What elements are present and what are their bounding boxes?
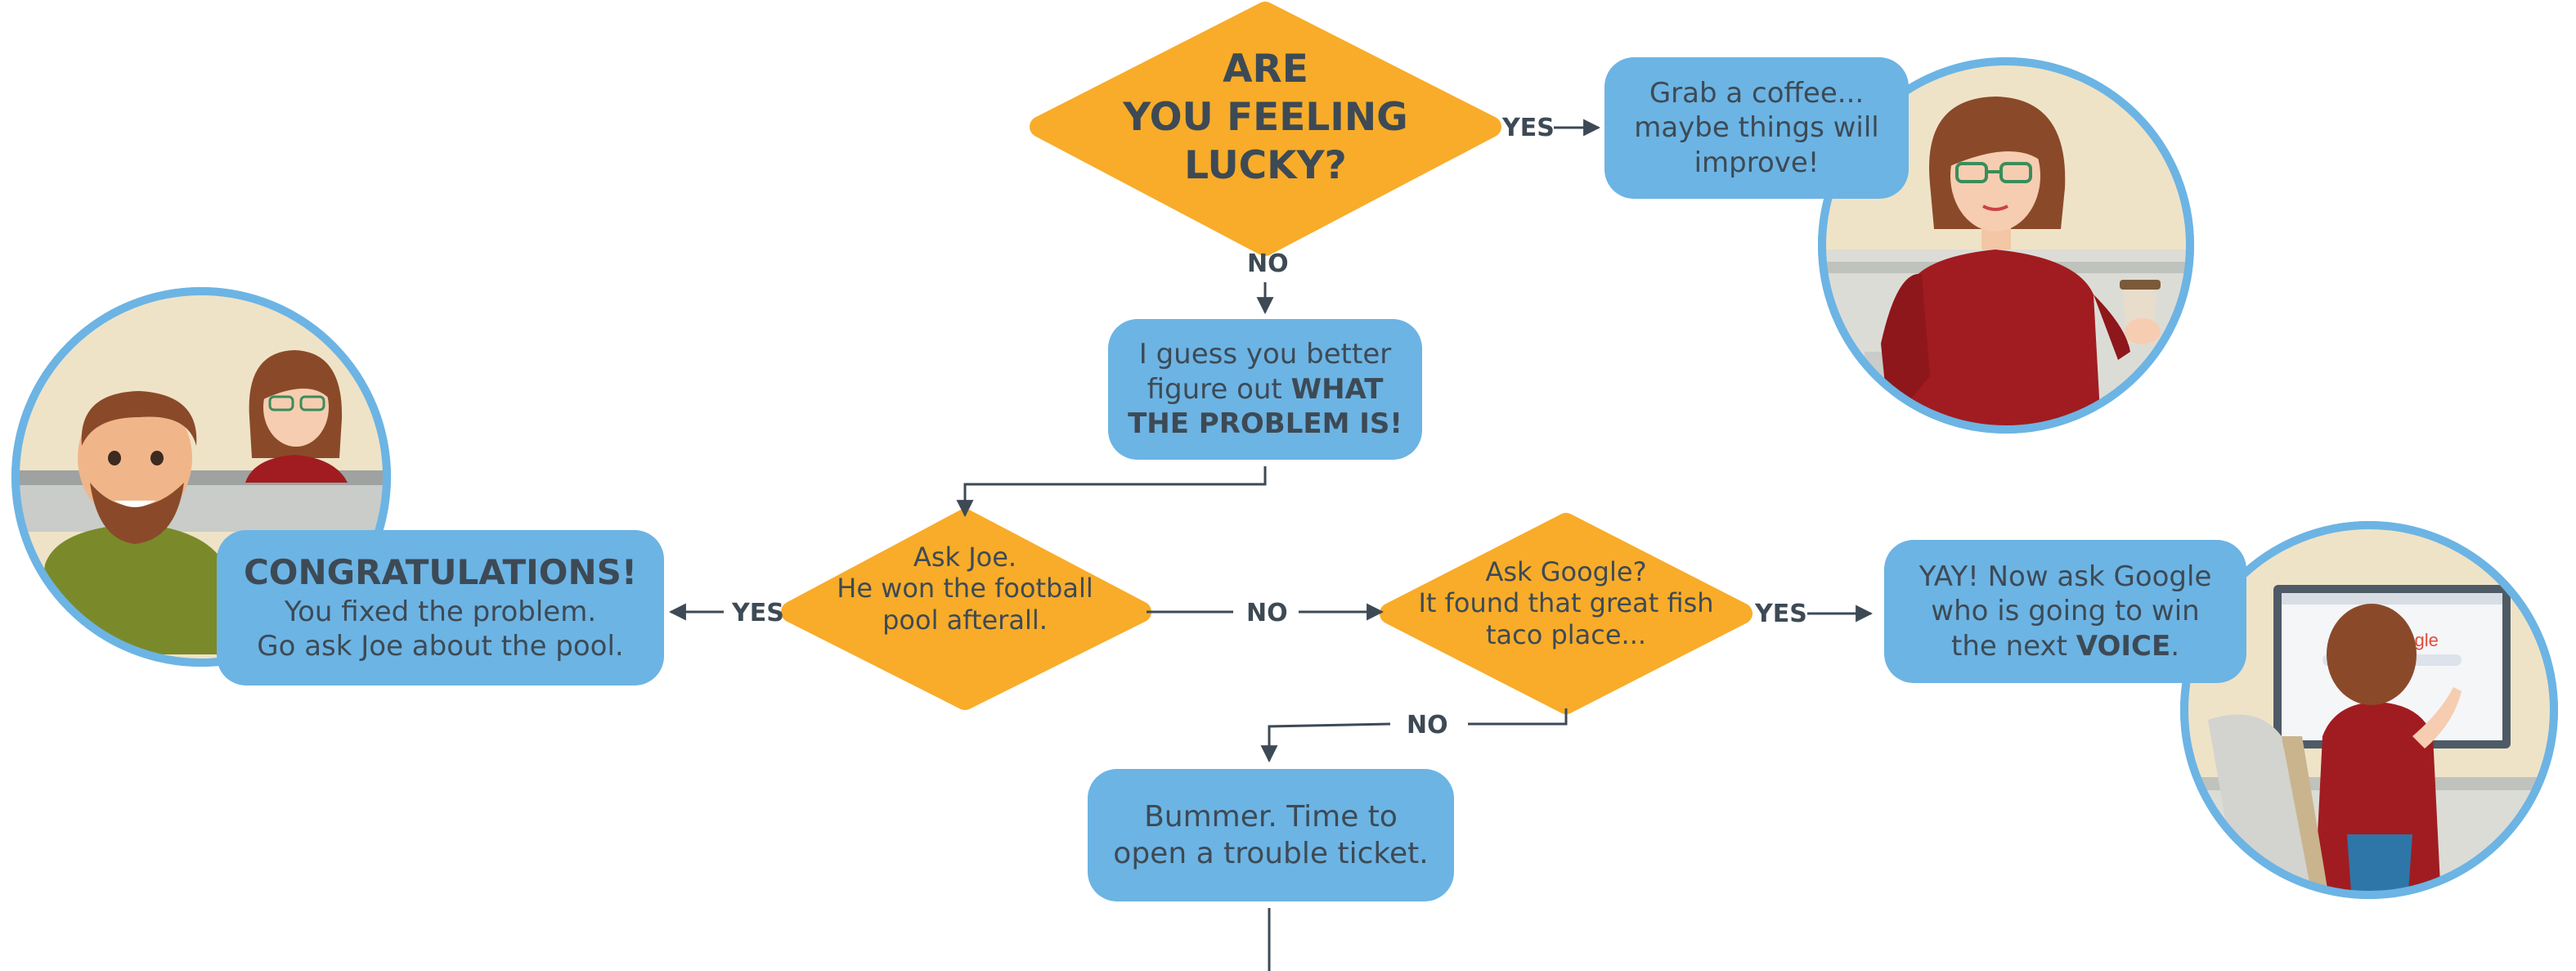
label-google-yes: YES [1755, 600, 1807, 628]
congrats-line-1: You fixed the problem. [284, 595, 597, 628]
yay-line-3: the next VOICE. [1951, 629, 2179, 664]
lucky-question: ARE YOU FEELING LUCKY? [1088, 45, 1443, 191]
lucky-diamond [1030, 2, 1501, 256]
problem-line-3: THE PROBLEM IS! [1128, 407, 1402, 441]
problem-box: I guess you better figure out WHAT THE P… [1108, 319, 1422, 460]
joe-line-1: Ask Joe. [913, 542, 1017, 573]
coffee-line-1: Grab a coffee... [1649, 76, 1865, 110]
congrats-line-2: Go ask Joe about the pool. [257, 630, 624, 663]
congrats-box: CONGRATULATIONS! You fixed the problem. … [217, 530, 664, 686]
coffee-box: Grab a coffee... maybe things will impro… [1604, 57, 1909, 199]
bummer-line-2: open a trouble ticket. [1113, 837, 1429, 870]
joe-diamond [781, 509, 1151, 710]
joe-question: Ask Joe. He won the football pool aftera… [806, 542, 1124, 636]
yay-line-2: who is going to win [1931, 595, 2200, 628]
problem-line-1: I guess you better [1138, 338, 1392, 371]
google-line-1: Ask Google? [1485, 556, 1647, 587]
google-line-3: taco place... [1485, 618, 1647, 650]
label-joe-yes: YES [732, 599, 784, 627]
connector-problem-to-joe [956, 466, 1267, 518]
label-joe-no: NO [1246, 599, 1288, 627]
joe-line-3: pool afterall. [882, 604, 1048, 636]
connector-google-no-a [1468, 708, 1568, 726]
label-lucky-yes: YES [1502, 114, 1555, 142]
yay-box: YAY! Now ask Google who is going to win … [1884, 540, 2246, 683]
problem-line-2-plain: figure out [1147, 372, 1291, 406]
yay-line-3-end: . [2170, 629, 2179, 663]
yay-line-3-plain: the next [1951, 629, 2076, 663]
woman-at-computer-illustration: oogle [2180, 521, 2558, 899]
yay-line-1: YAY! Now ask Google [1919, 560, 2212, 593]
joe-line-2: He won the football [837, 573, 1093, 605]
coffee-line-2: maybe things will [1634, 111, 1879, 145]
bummer-line-1: Bummer. Time to [1144, 800, 1398, 834]
google-question: Ask Google? It found that great fish tac… [1382, 556, 1750, 650]
coffee-line-3: improve! [1694, 146, 1820, 179]
google-line-2: It found that great fish [1418, 587, 1714, 619]
lucky-line-1: ARE [1223, 47, 1308, 92]
problem-line-2: figure out WHAT [1147, 372, 1384, 407]
problem-line-2-bold: WHAT [1290, 372, 1384, 406]
label-google-no: NO [1407, 711, 1448, 739]
woman-with-coffee-illustration [1818, 57, 2194, 434]
bummer-box: Bummer. Time to open a trouble ticket. [1088, 769, 1454, 901]
lucky-line-2: YOU FEELING [1123, 95, 1408, 141]
label-lucky-no: NO [1247, 249, 1289, 278]
google-diamond [1380, 513, 1752, 714]
lucky-line-3: LUCKY? [1184, 143, 1347, 189]
congrats-title: CONGRATULATIONS! [243, 552, 638, 593]
connector-google-no-b [1260, 722, 1391, 763]
yay-line-3-bold: VOICE [2076, 629, 2171, 663]
